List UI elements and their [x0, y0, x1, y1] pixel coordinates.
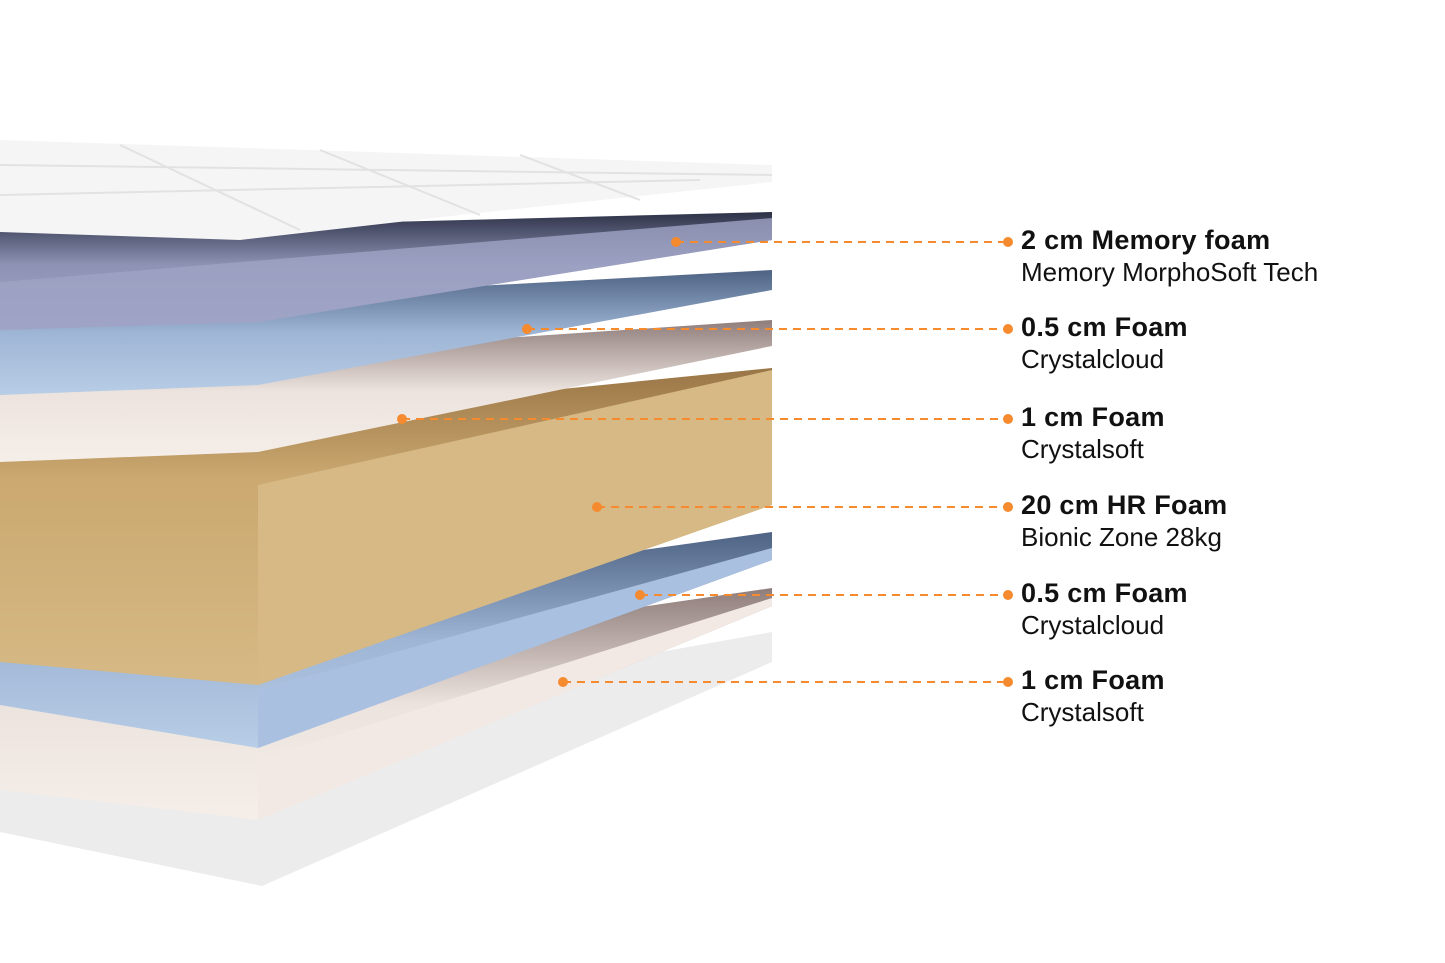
leader-end-dot	[1003, 502, 1013, 512]
leader-start-dot	[397, 414, 407, 424]
layer-title: 20 cm HR Foam	[1021, 490, 1228, 520]
layer-subtitle: Memory MorphoSoft Tech	[1021, 257, 1319, 287]
leader-start-dot	[522, 324, 532, 334]
layer-crystalcloud-top	[0, 270, 772, 395]
layer-memory-foam	[0, 212, 772, 330]
leader-start-dot	[592, 502, 602, 512]
leader-start-dot	[635, 590, 645, 600]
layer-title: 2 cm Memory foam	[1021, 225, 1271, 255]
layer-title: 1 cm Foam	[1021, 402, 1165, 432]
leader-end-dot	[1003, 414, 1013, 424]
layer-title: 0.5 cm Foam	[1021, 312, 1188, 342]
layer-crystalsoft-bottom	[0, 588, 772, 820]
layer-subtitle: Bionic Zone 28kg	[1021, 522, 1222, 552]
leader-end-dot	[1003, 237, 1013, 247]
layer-subtitle: Crystalcloud	[1021, 610, 1165, 640]
leader-lines	[397, 237, 1013, 687]
layer-subtitle: Crystalsoft	[1021, 697, 1144, 727]
leader-start-dot	[671, 237, 681, 247]
leader-end-dot	[1003, 590, 1013, 600]
layer-title: 1 cm Foam	[1021, 665, 1165, 695]
layer-subtitle: Crystalsoft	[1021, 434, 1144, 464]
leader-end-dot	[1003, 677, 1013, 687]
leader-start-dot	[558, 677, 568, 687]
layer-subtitle: Crystalcloud	[1021, 344, 1165, 374]
top-quilted-cover	[0, 140, 773, 240]
layer-title: 0.5 cm Foam	[1021, 578, 1188, 608]
leader-end-dot	[1003, 324, 1013, 334]
layer-crystalsoft-top	[0, 320, 772, 462]
